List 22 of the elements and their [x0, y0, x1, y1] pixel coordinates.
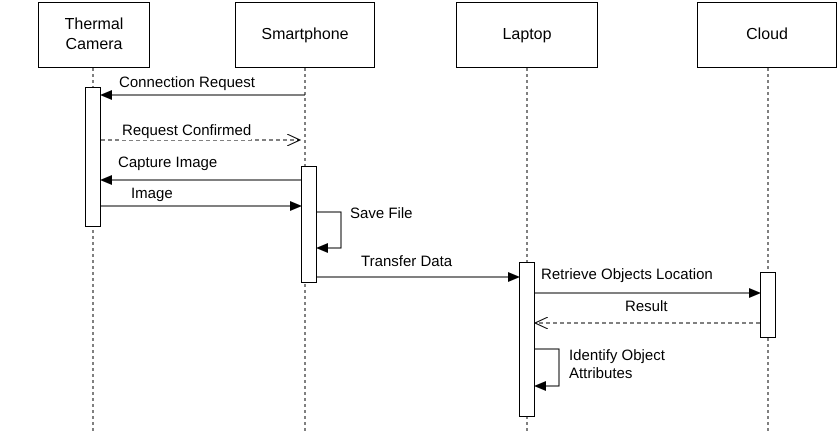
lifeline-header: Cloud — [697, 2, 837, 68]
activation-bar — [760, 272, 776, 338]
activation-bar — [519, 262, 535, 417]
edge-label: Request Confirmed — [122, 122, 252, 140]
lifeline-header: Laptop — [456, 2, 598, 68]
edge-label: Image — [131, 185, 173, 203]
edge-label: Retrieve Objects Location — [541, 266, 713, 284]
edge-label: Connection Request — [119, 74, 255, 92]
lifeline-header: Thermal Camera — [38, 2, 150, 68]
arrow — [100, 201, 302, 211]
arrow — [100, 175, 302, 185]
activation-bar — [301, 166, 317, 283]
arrow — [534, 348, 560, 391]
arrow — [100, 134, 300, 146]
arrow — [316, 212, 342, 253]
arrow — [534, 316, 760, 330]
arrow — [100, 90, 306, 100]
arrow — [316, 272, 520, 282]
edge-label: Capture Image — [118, 154, 218, 172]
arrow — [534, 288, 761, 298]
activation-bar — [85, 87, 101, 227]
lifeline-header: Smartphone — [235, 2, 375, 68]
